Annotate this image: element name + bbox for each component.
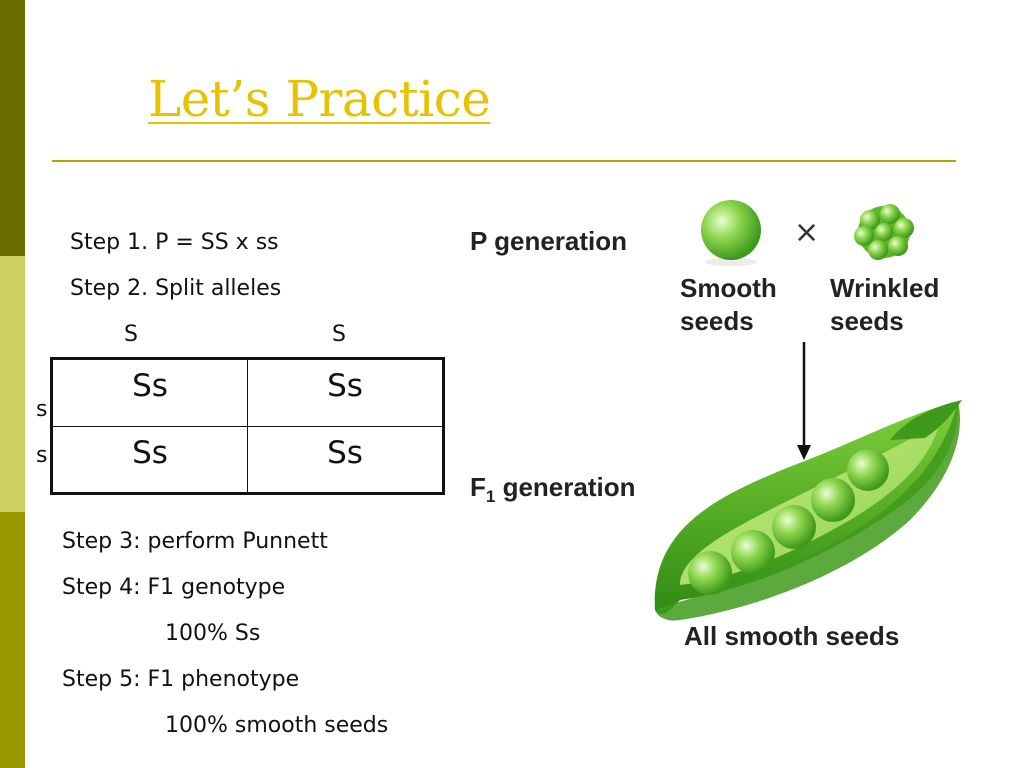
all-smooth-seeds-label: All smooth seeds	[684, 621, 900, 651]
cross-symbol: ×	[794, 215, 820, 250]
pea-icon	[688, 551, 732, 595]
wrinkled-label-line-1: Wrinkled	[830, 273, 940, 303]
pea-icon	[811, 478, 855, 522]
smooth-label-line-1: Smooth	[680, 273, 777, 303]
pea-icon	[731, 530, 775, 574]
p-generation-label: P generation	[470, 226, 628, 256]
step-5-value: 100% smooth seeds	[165, 713, 389, 738]
sidebar-block-middle	[0, 256, 25, 512]
pea-icon	[847, 449, 889, 491]
smooth-label-line-2: seeds	[680, 306, 754, 336]
wrinkled-seeds-label: Wrinkled seeds	[830, 272, 939, 338]
sidebar-block-bottom	[0, 512, 25, 768]
punnett-cell: Ss	[51, 358, 248, 427]
punnett-row: Ss Ss	[51, 425, 444, 494]
f1-generation-label: F1 generation	[470, 472, 636, 507]
slide-title: Let’s Practice	[148, 70, 491, 128]
down-arrow-icon	[797, 342, 811, 460]
step-3-text: Step 3: perform Punnett	[62, 529, 328, 554]
column-allele-1: S	[124, 322, 138, 347]
step-5-text: Step 5: F1 phenotype	[62, 667, 300, 692]
pea-pod-icon	[654, 400, 962, 621]
f1-rest: generation	[495, 472, 636, 502]
row-allele-2: s	[36, 443, 48, 468]
smooth-seeds-label: Smooth seeds	[680, 272, 777, 338]
punnett-cell: Ss	[51, 425, 248, 494]
step-2-text: Step 2. Split alleles	[70, 276, 282, 301]
step-1-text: Step 1. P = SS x ss	[70, 230, 279, 255]
pea-icon	[772, 505, 816, 549]
punnett-square: Ss Ss Ss Ss	[50, 357, 445, 495]
wrinkled-label-line-2: seeds	[830, 306, 904, 336]
column-allele-2: S	[332, 322, 346, 347]
f1-subscript: 1	[485, 487, 496, 507]
row-allele-1: s	[36, 397, 48, 422]
sidebar-block-top	[0, 0, 25, 256]
punnett-row: Ss Ss	[51, 358, 444, 427]
title-divider	[52, 160, 956, 162]
punnett-cell: Ss	[247, 425, 444, 494]
step-4-value: 100% Ss	[165, 621, 261, 646]
step-4-text: Step 4: F1 genotype	[62, 575, 286, 600]
smooth-pea-icon	[701, 200, 761, 260]
f1-letter: F	[470, 472, 486, 502]
wrinkled-pea-icon	[854, 204, 914, 260]
punnett-cell: Ss	[247, 358, 444, 427]
pea-diagram	[654, 200, 962, 621]
slide-sidebar	[0, 0, 25, 768]
